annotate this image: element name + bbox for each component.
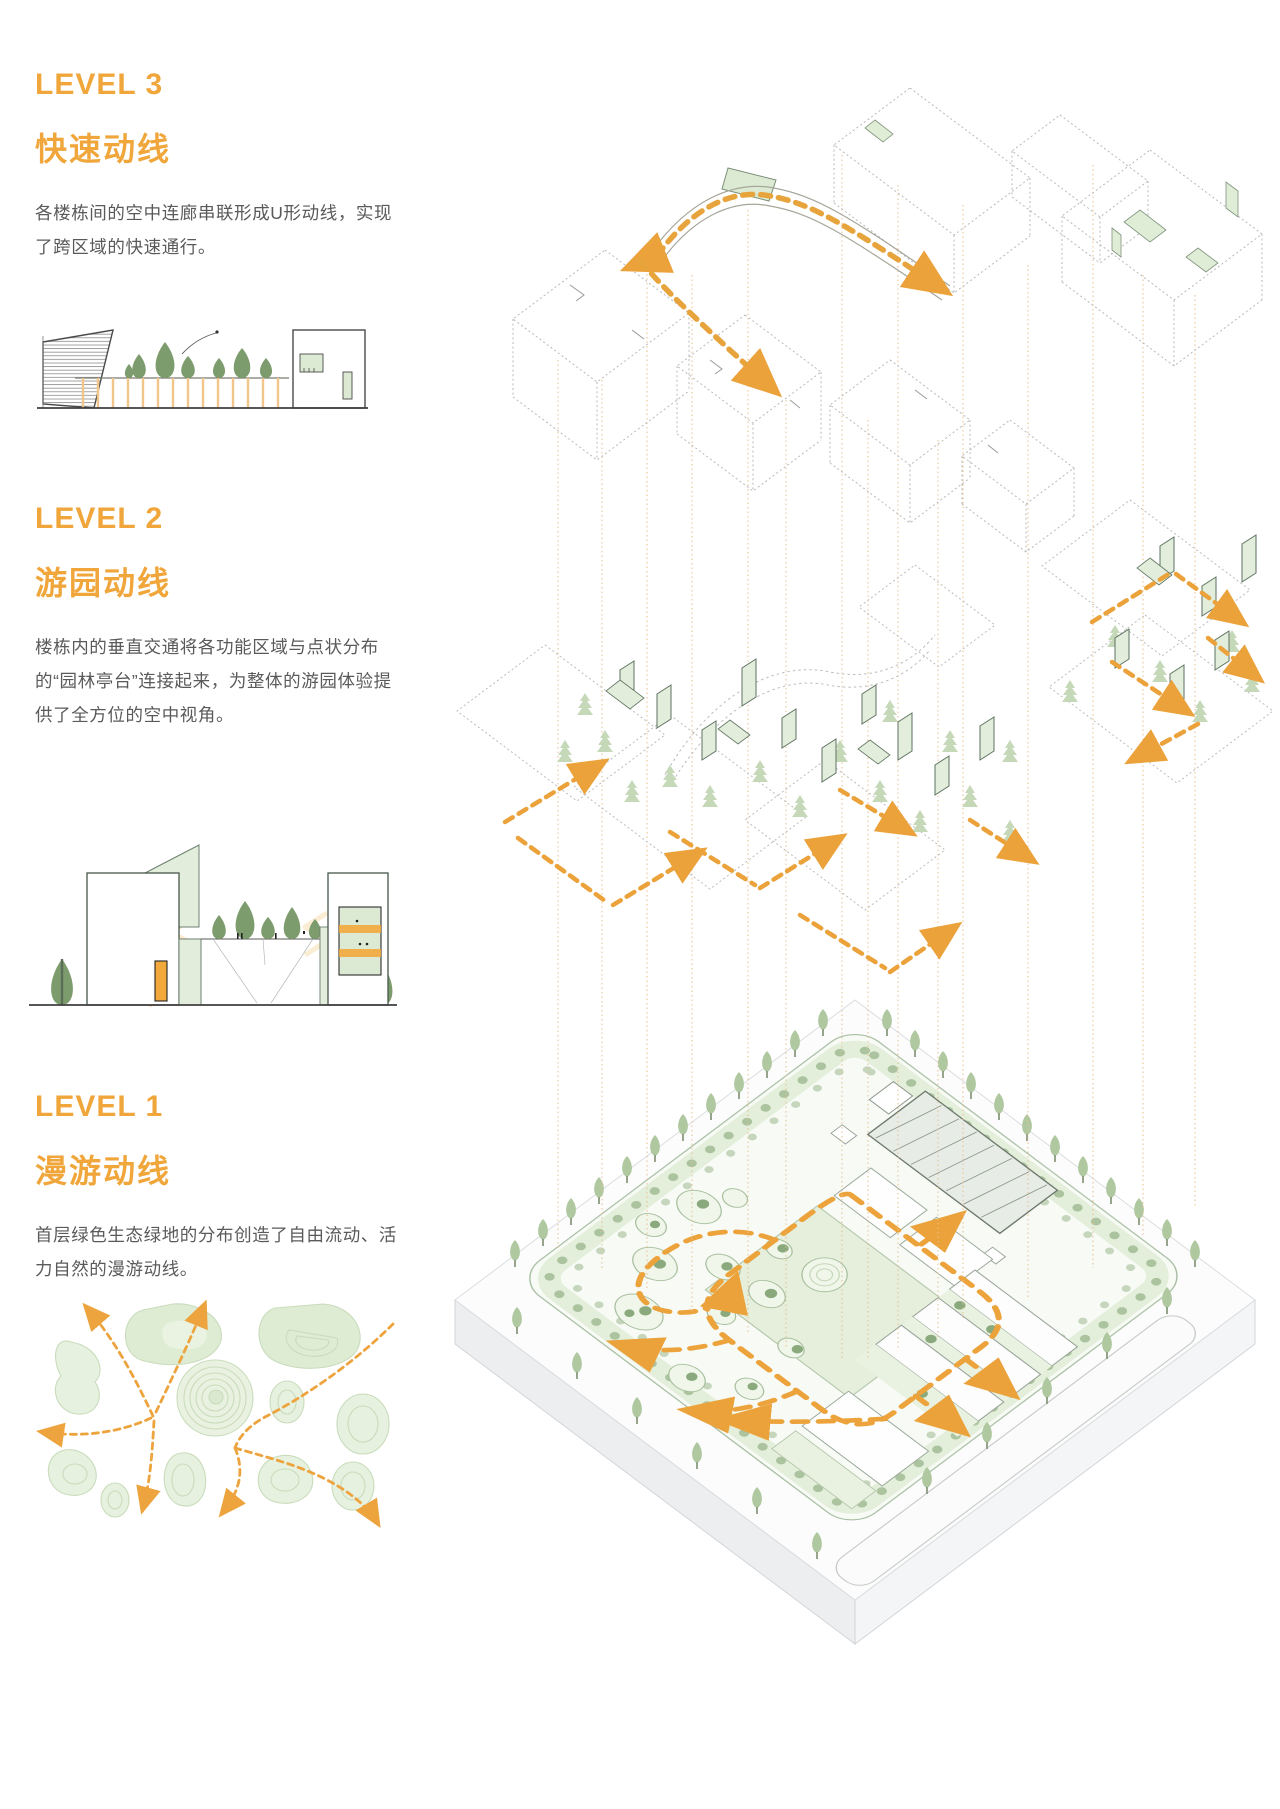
flight-arc [181,332,217,355]
right-building-section [292,329,366,409]
garden-blobs [614,1188,848,1400]
level-1-plan-diagram [23,1296,395,1531]
text-column: LEVEL 3 快速动线 各楼栋间的空中连廊串联形成U形动线，实现了跨区域的快速… [29,0,415,1809]
road-strip [835,1315,1197,1586]
level-3-title: 快速动线 [35,131,172,167]
sawtooth-hall [830,1081,1059,1265]
auditorium-hatched-volume [42,329,114,409]
meander-arrows [36,1299,395,1529]
axon-svg [454,87,1274,1645]
arc-dot [215,330,219,334]
level-2-title: 游园动线 [35,565,172,601]
axon-level-3-route [619,167,954,398]
level-1-body: 首层绿色生态绿地的分布创造了自由流动、活力自然的漫游动线。 [35,1225,397,1280]
section-level-1: LEVEL 1 漫游动线 首层绿色生态绿地的分布创造了自由流动、活力自然的漫游动… [35,1090,415,1286]
level-2-label: LEVEL 2 [35,502,164,535]
deck-figures [237,931,305,939]
axon-level-1-siteplan [529,1033,1197,1586]
axon-level-3-massing [512,87,1263,553]
level-3-section-diagram [35,326,370,414]
level-3-label: LEVEL 3 [35,68,164,101]
level-3-body: 各楼栋间的空中连廊串联形成U形动线，实现了跨区域的快速通行。 [35,203,393,258]
level-1-label: LEVEL 1 [35,1090,164,1123]
section-level-3: LEVEL 3 快速动线 各楼栋间的空中连廊串联形成U形动线，实现了跨区域的快速… [35,68,415,264]
axon-level-1-route [605,1191,1021,1441]
left-building [86,844,202,1006]
vertical-connector-lines [557,155,1196,1360]
level-2-section-diagram [27,843,399,1015]
exploded-axonometric [370,60,1280,1720]
right-building [319,872,389,1006]
section-level-2: LEVEL 2 游园动线 楼栋内的垂直交通将各功能区域与点状分布的“园林亭台”连… [35,502,415,732]
level-1-title: 漫游动线 [35,1153,172,1189]
axon-level-3-details [569,119,1239,454]
deck-trees [124,342,273,378]
level-2-body: 楼栋内的垂直交通将各功能区域与点状分布的“园林亭台”连接起来，为整体的游园体验提… [35,637,392,726]
sky-bridge-deck [75,377,289,408]
green-blobs [47,1303,390,1518]
axon-level-2-routes [502,569,1266,975]
mid-deck [201,938,329,1004]
